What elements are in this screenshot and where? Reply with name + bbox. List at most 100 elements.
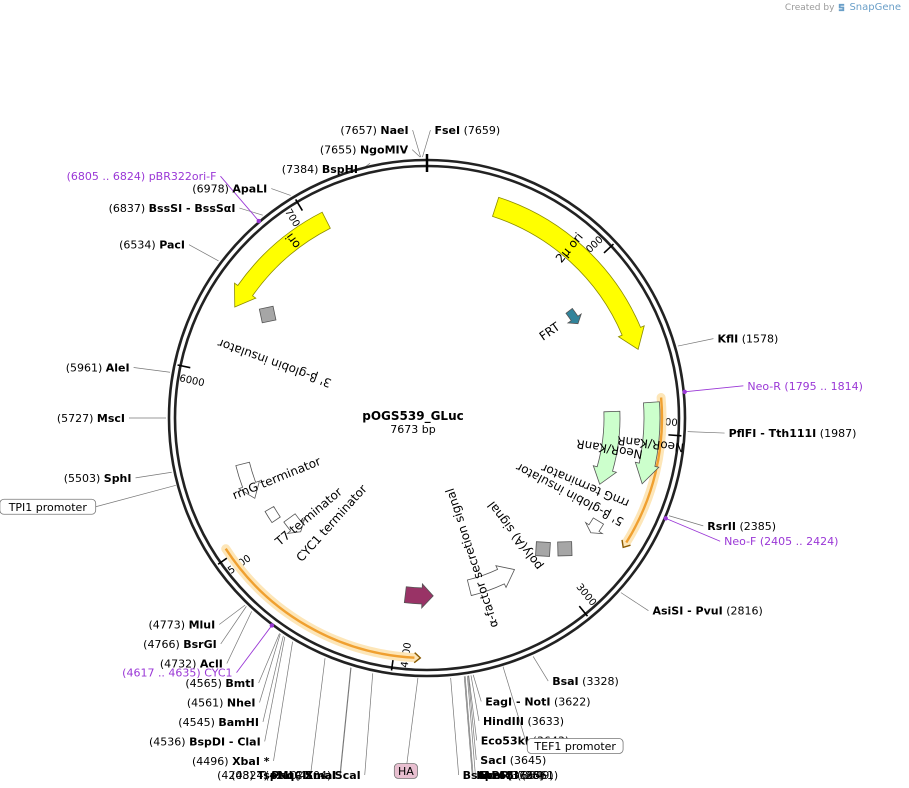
site-enzyme: PacI (159, 239, 185, 252)
site-position: (4208) (217, 769, 254, 782)
site-enzyme: BsaI (552, 675, 578, 688)
restriction-site: EagI - NotI (3622) (485, 695, 590, 708)
site-label: PflFI - Tth111I (1987) (729, 427, 857, 440)
feature-orange-arc (625, 397, 664, 544)
site-position: (4732) (160, 657, 197, 670)
feature-t7-terminator (264, 505, 281, 524)
restriction-site: (6837) BssSI - BssSαI (109, 202, 236, 215)
site-enzyme: PflFI - Tth111I (729, 427, 817, 440)
feature-rrng-terminator (235, 461, 261, 499)
restriction-site: (5961) AleI (66, 361, 130, 374)
site-position: (3649) (517, 769, 554, 782)
primer-label: Neo-F (2405 .. 2424) (724, 535, 838, 548)
site-label: (5503) SphI (64, 472, 132, 485)
site-leader-line (188, 244, 219, 262)
site-leader-line (463, 676, 473, 776)
site-label: EcoRI (3649) (479, 769, 553, 782)
site-enzyme: RsrII (707, 520, 736, 533)
site-leader-line (135, 471, 172, 479)
backbone-tick (603, 243, 615, 254)
restriction-site: (7655) NgoMIV (320, 144, 409, 157)
restriction-site: (4210) SmaI (265, 769, 336, 782)
site-label: HindIII (3633) (483, 715, 564, 728)
feature-3-globin-insulator (258, 305, 277, 324)
site-enzyme: Eco53kI (481, 734, 529, 747)
site-enzyme: AsiSI - PvuI (652, 605, 722, 618)
site-enzyme: ApaLI (232, 183, 267, 196)
site-enzyme: BstAPI (463, 769, 504, 782)
site-label: FseI (7659) (434, 124, 500, 137)
restriction-site: BsaI (3328) (552, 675, 619, 688)
primer-label: Neo-R (1795 .. 1814) (747, 380, 863, 393)
site-position: (1987) (820, 427, 857, 440)
restriction-site: (4545) BamHI (178, 716, 259, 729)
site-enzyme: MluI (189, 618, 216, 631)
restriction-site: (4773) MluI (149, 618, 216, 631)
site-label: (7384) BspHI (282, 163, 358, 176)
plasmid-name: pOGS539_GLuc (362, 409, 463, 424)
site-position: (3328) (582, 675, 619, 688)
primer-label: (6805 .. 6824) pBR322ori-F (67, 170, 217, 183)
site-leader-line (258, 633, 280, 684)
site-enzyme: XbaI * (232, 755, 270, 768)
restriction-site: (4496) XbaI * (192, 755, 270, 768)
feature-label: 3' β-globin insulator (216, 336, 333, 390)
site-leader-line (422, 129, 431, 158)
site-enzyme: TspMI - XmaI (257, 769, 336, 782)
backbone-tick-label: 6000 (178, 373, 205, 389)
site-enzyme: KpnI (476, 769, 504, 782)
primer-leader-line (220, 175, 259, 221)
site-label: (4208) TspMI - XmaI (217, 769, 336, 782)
site-label: KpnI (3665) (476, 769, 544, 782)
snapgene-brand: Created by SnapGene (785, 2, 901, 13)
snapgene-logo-icon (839, 3, 845, 12)
site-label: (6837) BssSI - BssSαI (109, 202, 236, 215)
primer-leader-line (666, 518, 721, 542)
site-position: (4565) (185, 677, 222, 690)
site-label: (7655) NgoMIV (320, 144, 409, 157)
feature-neor-kanr (592, 410, 621, 485)
boxed-label-box (526, 738, 624, 754)
boxed-label-text: TEF1 promoter (533, 740, 616, 753)
restriction-site: SacI (3645) (480, 754, 546, 767)
restriction-site: FseI (7659) (434, 124, 500, 137)
site-leader-line (464, 676, 474, 776)
site-position: (2816) (726, 605, 763, 618)
boxed-label-leader (405, 677, 419, 772)
feature-frt (565, 307, 582, 325)
site-leader-line (133, 367, 171, 373)
site-label: BstAPI (3728) (463, 769, 544, 782)
site-leader-line (470, 675, 480, 722)
site-label: RsrII (2385) (707, 520, 776, 533)
feature-neor-kanr (634, 401, 661, 485)
site-label: (4545) BamHI (178, 716, 259, 729)
backbone-tick (177, 364, 191, 369)
feature-layer (221, 196, 667, 664)
feature-2-ori (492, 196, 645, 351)
site-position: (4766) (143, 638, 180, 651)
site-enzyme: BspDI - ClaI (189, 735, 261, 748)
restriction-site: (4208) TspMI - XmaI (217, 769, 336, 782)
site-label: Acc65I (3661) (477, 769, 558, 782)
restriction-site: HindIII (3633) (483, 715, 564, 728)
backbone-tick (668, 434, 682, 437)
restriction-site: RsrII (2385) (707, 520, 776, 533)
boxed-label-text: TPI1 promoter (8, 501, 88, 514)
site-position: (4536) (149, 735, 186, 748)
feature-gluc (403, 582, 434, 609)
restriction-site: KflI (1578) (717, 333, 778, 346)
restriction-site: BstAPI (3728) (463, 769, 544, 782)
primer-leader-line (685, 385, 744, 393)
site-leader-line (364, 673, 374, 776)
site-leader-line (271, 188, 291, 196)
primer-label: (4617 .. 4635) CYC1 (122, 667, 232, 680)
site-label: (4210) SmaI (265, 769, 336, 782)
restriction-site: (5727) MscI (57, 412, 125, 425)
boxed-label: TEF1 promoter (526, 738, 624, 754)
site-label: KflI (1578) (717, 333, 778, 346)
site-position: (6978) (192, 183, 229, 196)
site-position: (3728) (507, 769, 544, 782)
restriction-site: (4536) BspDI - ClaI (149, 735, 261, 748)
site-position: (4561) (187, 696, 224, 709)
restriction-site: (4324) PaqCI (231, 769, 306, 782)
